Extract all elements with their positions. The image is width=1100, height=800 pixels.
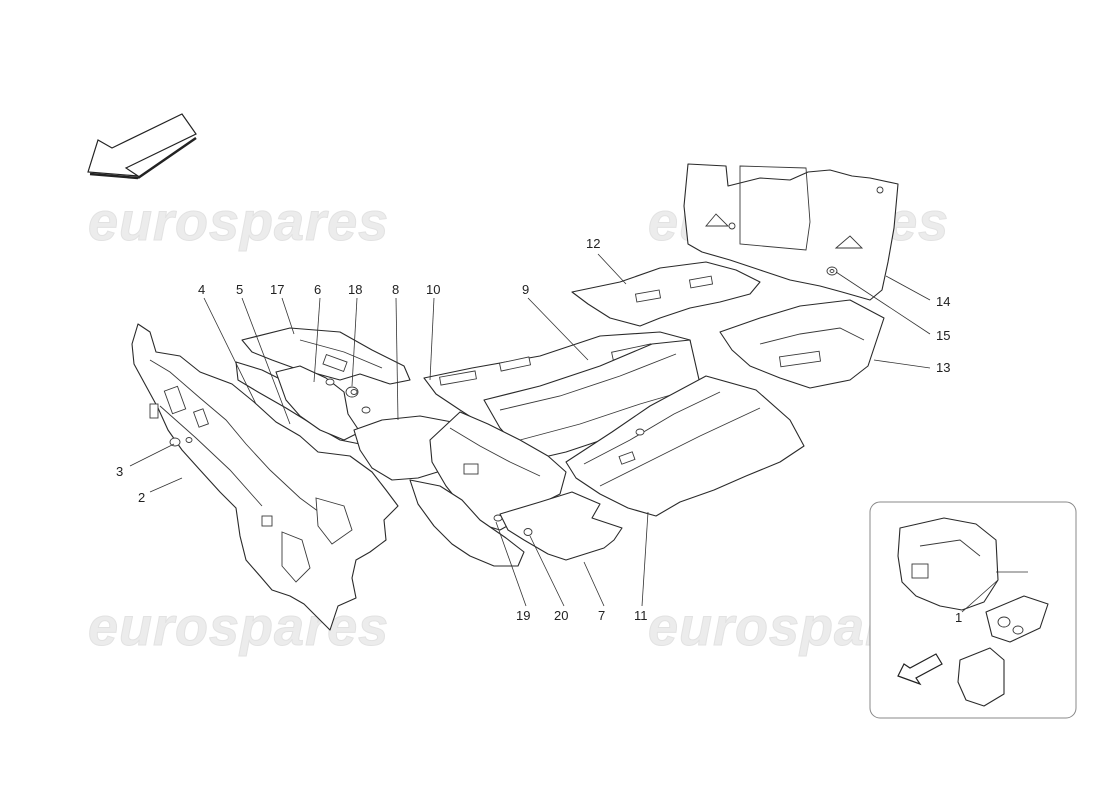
callout-15: 15 [936,328,950,343]
leader-lines [129,253,999,613]
callout-13: 13 [936,360,950,375]
callout-20: 20 [554,608,568,623]
part-13-rear-tray-panel [719,299,885,389]
callout-7: 7 [598,608,605,623]
part-14-rear-seatback-panels [683,163,899,301]
inset-part-1-pedal-insulation [897,517,999,611]
callout-5: 5 [236,282,243,297]
callout-1: 1 [955,610,962,625]
callout-labels: 4 5 17 6 18 8 10 9 12 14 15 13 3 2 19 20… [116,236,962,625]
callout-9: 9 [522,282,529,297]
callout-2: 2 [138,490,145,505]
callout-11: 11 [634,608,648,623]
watermark-bottom-left: eurospares [88,597,389,657]
inset-detail [869,501,1077,719]
callout-18: 18 [348,282,362,297]
watermark-top-left: eurospares [88,192,389,252]
callout-14: 14 [936,294,950,309]
front-direction-arrow-icon [87,113,197,180]
inset-direction-arrow-icon [897,653,943,686]
part-2-firewall-insulation [131,323,399,631]
part-18-grommet [350,389,358,395]
part-11-rear-floor-carpet [565,375,805,517]
callout-12: 12 [586,236,600,251]
part-12-rear-floor-panel [571,261,761,327]
callout-19: 19 [516,608,530,623]
part-15-grommet [826,266,838,276]
callout-4: 4 [198,282,205,297]
callout-10: 10 [426,282,440,297]
part-tunnel-lower-shell [409,479,525,567]
inset-pedal-bracket [985,595,1049,643]
callout-8: 8 [392,282,399,297]
part-3-grommet [169,437,193,447]
callout-6: 6 [314,282,321,297]
part-20-grommet [523,528,533,536]
callout-17: 17 [270,282,284,297]
callout-3: 3 [116,464,123,479]
part-17-dashboard-insulation [241,327,411,385]
inset-pedal [957,647,1005,707]
part-7-tunnel-rear-plate [499,491,623,561]
